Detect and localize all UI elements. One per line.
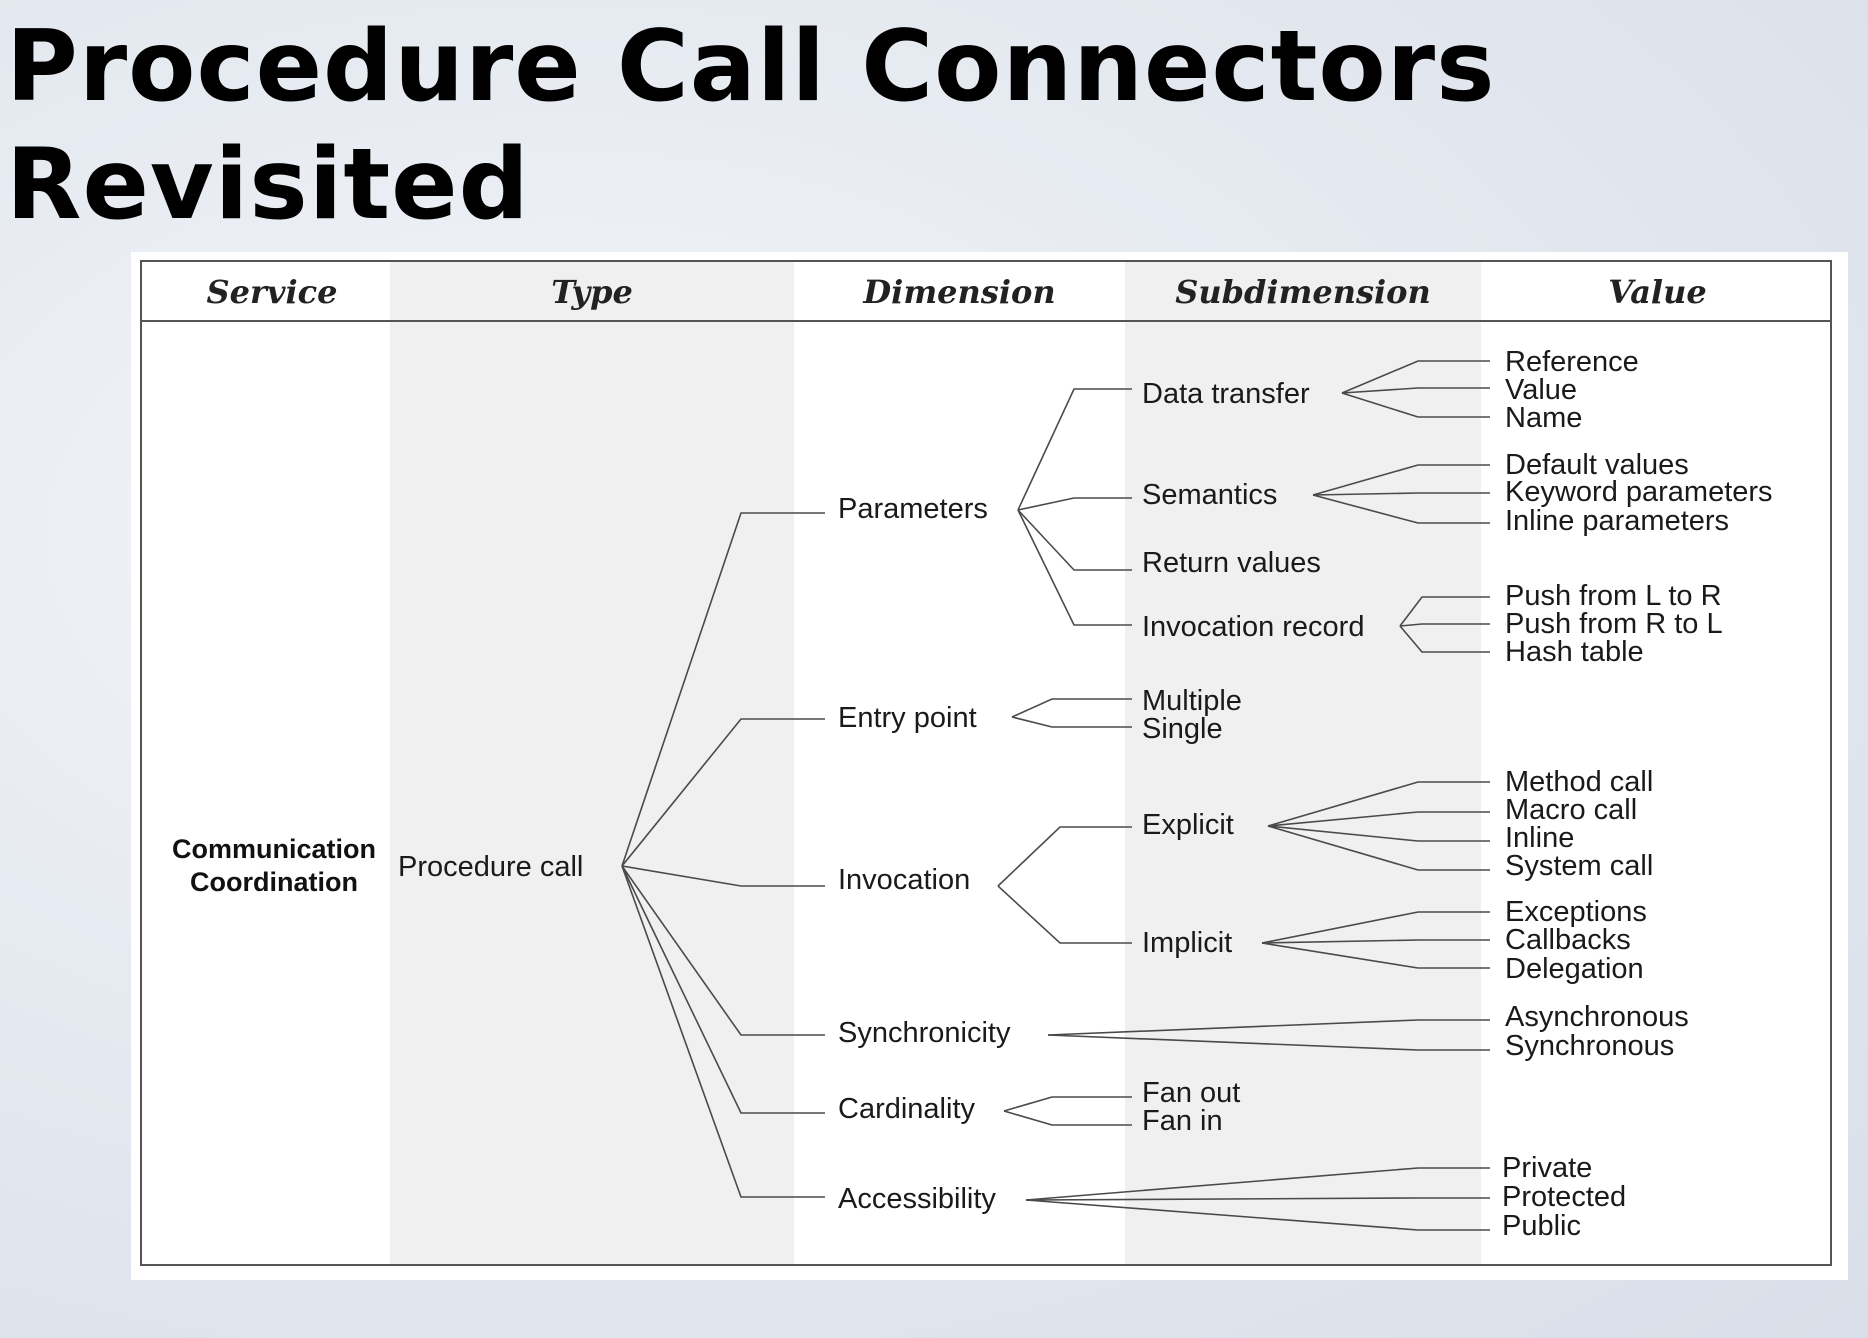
value-callbacks: Callbacks bbox=[1505, 924, 1631, 956]
header-subdimension: Subdimension bbox=[1175, 273, 1431, 311]
subdimension-multiple: Multiple bbox=[1142, 685, 1242, 717]
slide-title: Procedure Call Connectors Revisited bbox=[6, 8, 1495, 244]
header-divider bbox=[142, 320, 1830, 322]
service-line-1: Communication bbox=[171, 834, 376, 864]
type-label: Procedure call bbox=[398, 851, 584, 883]
subdimension-return-values: Return values bbox=[1142, 547, 1321, 579]
dimension-cardinality: Cardinality bbox=[838, 1093, 975, 1125]
header-dimension: Dimension bbox=[863, 273, 1056, 311]
subdimension-explicit: Explicit bbox=[1142, 809, 1234, 841]
value-value: Value bbox=[1505, 374, 1578, 406]
header-value: Value bbox=[1608, 273, 1707, 311]
value-delegation: Delegation bbox=[1505, 953, 1644, 985]
dimension-synchronicity: Synchronicity bbox=[838, 1017, 1011, 1049]
dimension-accessibility: Accessibility bbox=[838, 1183, 996, 1215]
taxonomy-figure: Service Type Dimension Subdimension Valu… bbox=[131, 252, 1848, 1280]
subdimension-column-band bbox=[1125, 262, 1481, 1264]
subdimension-implicit: Implicit bbox=[1142, 927, 1233, 959]
value-exceptions: Exceptions bbox=[1505, 896, 1647, 928]
value-keyword-parameters: Keyword parameters bbox=[1505, 476, 1773, 508]
dimension-parameters: Parameters bbox=[838, 493, 988, 525]
value-push-l-to-r: Push from L to R bbox=[1505, 580, 1722, 612]
value-private: Private bbox=[1502, 1152, 1593, 1184]
value-name: Name bbox=[1505, 402, 1583, 434]
service-line-2: Coordination bbox=[190, 867, 358, 897]
value-asynchronous: Asynchronous bbox=[1505, 1001, 1689, 1033]
value-macro-call: Macro call bbox=[1505, 794, 1638, 826]
subdimension-semantics: Semantics bbox=[1142, 479, 1278, 511]
value-method-call: Method call bbox=[1505, 766, 1654, 798]
subdimension-fan-out: Fan out bbox=[1142, 1077, 1241, 1109]
header-service: Service bbox=[206, 273, 338, 311]
header-type: Type bbox=[551, 273, 633, 311]
value-push-r-to-l: Push from R to L bbox=[1505, 608, 1723, 640]
taxonomy-table: Service Type Dimension Subdimension Valu… bbox=[140, 260, 1832, 1266]
value-inline-parameters: Inline parameters bbox=[1505, 505, 1730, 537]
value-default-values: Default values bbox=[1505, 449, 1689, 481]
value-synchronous: Synchronous bbox=[1505, 1030, 1675, 1062]
slide-title-line-2: Revisited bbox=[6, 128, 530, 242]
dimension-invocation: Invocation bbox=[838, 864, 971, 896]
value-system-call: System call bbox=[1505, 850, 1654, 882]
service-label: Communication Coordination bbox=[152, 833, 396, 899]
dimension-entry-point: Entry point bbox=[838, 702, 977, 734]
value-reference: Reference bbox=[1505, 346, 1639, 378]
value-public: Public bbox=[1502, 1210, 1581, 1242]
value-protected: Protected bbox=[1502, 1181, 1627, 1213]
subdimension-fan-in: Fan in bbox=[1142, 1105, 1223, 1137]
subdimension-invocation-record: Invocation record bbox=[1142, 611, 1365, 643]
value-inline: Inline bbox=[1505, 822, 1575, 854]
type-column-band bbox=[390, 262, 794, 1264]
subdimension-data-transfer: Data transfer bbox=[1142, 378, 1310, 410]
slide-title-line-1: Procedure Call Connectors bbox=[6, 10, 1496, 124]
subdimension-single: Single bbox=[1142, 713, 1223, 745]
value-hash-table: Hash table bbox=[1505, 636, 1644, 668]
